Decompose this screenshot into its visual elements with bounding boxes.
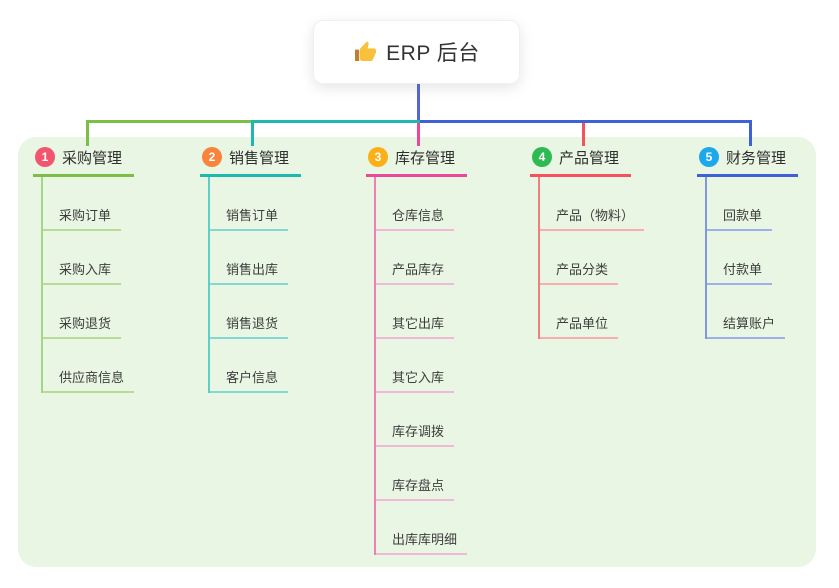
child-node[interactable]: 销售订单	[210, 177, 289, 231]
branch-label: 采购管理	[62, 149, 123, 167]
branch-label: 销售管理	[229, 149, 290, 167]
branch-topic[interactable]: 4 产品管理	[530, 145, 632, 177]
child-node[interactable]: 产品库存	[376, 231, 455, 285]
child-label: 产品分类	[556, 262, 609, 277]
root-label: ERP 后台	[386, 42, 480, 65]
child-label: 产品单位	[556, 316, 609, 331]
child-node[interactable]: 付款单	[707, 231, 773, 285]
child-label: 供应商信息	[59, 370, 125, 385]
child-node[interactable]: 供应商信息	[43, 339, 135, 393]
child-label: 回款单	[723, 208, 763, 223]
child-label: 销售订单	[226, 208, 279, 223]
branch-number-badge: 5	[699, 147, 719, 167]
child-label: 销售出库	[226, 262, 279, 277]
connector-drop	[251, 120, 254, 146]
branch-label: 财务管理	[726, 149, 787, 167]
child-label: 结算账户	[723, 316, 776, 331]
child-node[interactable]: 采购订单	[43, 177, 122, 231]
child-label: 仓库信息	[392, 208, 445, 223]
child-label: 客户信息	[226, 370, 279, 385]
child-node[interactable]: 采购入库	[43, 231, 122, 285]
branch-children: 仓库信息产品库存其它出库其它入库库存调拨库存盘点出库库明细	[374, 177, 468, 555]
child-node[interactable]: 库存调拨	[376, 393, 455, 447]
connector-rail-segment	[86, 120, 254, 123]
branch-number-badge: 1	[35, 147, 55, 167]
branch-label: 库存管理	[395, 149, 456, 167]
child-label: 采购订单	[59, 208, 112, 223]
child-node[interactable]: 仓库信息	[376, 177, 455, 231]
child-label: 库存调拨	[392, 424, 445, 439]
branch-children: 采购订单采购入库采购退货供应商信息	[41, 177, 135, 393]
root-stem-line	[417, 84, 420, 123]
child-label: 产品库存	[392, 262, 445, 277]
branch-topic[interactable]: 5 财务管理	[697, 145, 799, 177]
child-node[interactable]: 回款单	[707, 177, 773, 231]
child-node[interactable]: 产品分类	[540, 231, 619, 285]
child-label: 出库库明细	[392, 532, 458, 547]
branch-number-badge: 4	[532, 147, 552, 167]
branch-topic[interactable]: 1 采购管理	[33, 145, 135, 177]
child-node[interactable]: 库存盘点	[376, 447, 455, 501]
child-node[interactable]: 产品（物料）	[540, 177, 645, 231]
child-node[interactable]: 客户信息	[210, 339, 289, 393]
branch-number-badge: 3	[368, 147, 388, 167]
branch-采购管理: 1 采购管理采购订单采购入库采购退货供应商信息	[33, 145, 135, 393]
branch-销售管理: 2 销售管理销售订单销售出库销售退货客户信息	[200, 145, 302, 393]
thumbs-up-icon	[355, 41, 377, 61]
child-node[interactable]: 结算账户	[707, 285, 786, 339]
child-label: 付款单	[723, 262, 763, 277]
connector-rail-segment	[251, 120, 420, 123]
connector-drop	[582, 123, 585, 146]
branch-库存管理: 3 库存管理仓库信息产品库存其它出库其它入库库存调拨库存盘点出库库明细	[366, 145, 468, 555]
child-label: 采购退货	[59, 316, 112, 331]
child-label: 销售退货	[226, 316, 279, 331]
child-node[interactable]: 其它出库	[376, 285, 455, 339]
child-label: 其它出库	[392, 316, 445, 331]
child-node[interactable]: 采购退货	[43, 285, 122, 339]
branch-label: 产品管理	[559, 149, 620, 167]
child-node[interactable]: 出库库明细	[376, 501, 468, 555]
branch-财务管理: 5 财务管理回款单付款单结算账户	[697, 145, 799, 339]
branch-children: 产品（物料） 产品分类产品单位	[538, 177, 645, 339]
child-node[interactable]: 产品单位	[540, 285, 619, 339]
branch-产品管理: 4 产品管理产品（物料） 产品分类产品单位	[530, 145, 645, 339]
child-node[interactable]: 销售退货	[210, 285, 289, 339]
branch-children: 销售订单销售出库销售退货客户信息	[208, 177, 289, 393]
child-label: 采购入库	[59, 262, 112, 277]
branch-children: 回款单付款单结算账户	[705, 177, 786, 339]
connector-drop	[86, 120, 89, 146]
branch-topic[interactable]: 3 库存管理	[366, 145, 468, 177]
child-node[interactable]: 其它入库	[376, 339, 455, 393]
branch-topic[interactable]: 2 销售管理	[200, 145, 302, 177]
connector-drop	[417, 123, 420, 146]
child-label: 其它入库	[392, 370, 445, 385]
branch-number-badge: 2	[202, 147, 222, 167]
root-node[interactable]: ERP 后台	[313, 20, 520, 84]
child-label: 库存盘点	[392, 478, 445, 493]
child-node[interactable]: 销售出库	[210, 231, 289, 285]
branches-panel	[18, 137, 816, 567]
connector-drop	[749, 120, 752, 146]
child-label: 产品（物料）	[556, 208, 635, 223]
connector-rail-segment	[420, 120, 752, 123]
